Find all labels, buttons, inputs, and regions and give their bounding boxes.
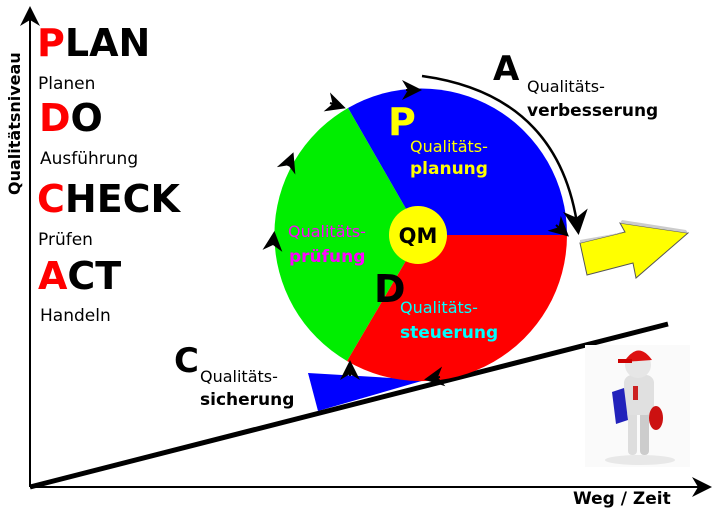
svg-text:Handeln: Handeln — [40, 306, 111, 326]
svg-text:verbesserung: verbesserung — [527, 101, 658, 121]
legend-check: CHECK Prüfen — [37, 177, 182, 250]
ramp-line — [29, 321, 669, 490]
svg-text:D: D — [374, 267, 406, 311]
svg-text:A: A — [493, 49, 520, 89]
svg-text:Planen: Planen — [38, 74, 95, 94]
y-axis-label: Qualitätsniveau — [5, 52, 24, 195]
act-label: A Qualitäts- verbesserung — [493, 49, 658, 121]
svg-text:PLAN: PLAN — [37, 21, 150, 65]
x-axis-label: Weg / Zeit — [573, 489, 671, 509]
svg-text:DO: DO — [39, 96, 103, 140]
legend-do: DO Ausführung — [39, 96, 138, 169]
pdca-wheel: QM P Qualitäts- planung Qualitäts- prüfu… — [262, 80, 569, 387]
segment-do — [347, 235, 568, 382]
check-label: C Qualitäts- sicherung — [174, 341, 294, 410]
svg-text:Ausführung: Ausführung — [40, 149, 138, 169]
svg-text:ACT: ACT — [38, 254, 121, 298]
svg-text:sicherung: sicherung — [200, 390, 294, 410]
qm-label: QM — [399, 224, 438, 248]
legend-act: ACT Handeln — [38, 254, 121, 326]
svg-text:Prüfen: Prüfen — [38, 230, 93, 250]
svg-text:Qualitäts-: Qualitäts- — [527, 77, 605, 96]
svg-text:Qualitäts-: Qualitäts- — [288, 222, 366, 241]
yellow-arrow-icon — [579, 220, 690, 279]
svg-text:C: C — [174, 341, 199, 381]
svg-text:planung: planung — [410, 159, 488, 179]
wedge — [308, 373, 425, 411]
segment-plan — [348, 88, 568, 235]
worker-figure-icon — [585, 345, 690, 467]
legend-plan: PLAN Planen — [37, 21, 150, 94]
svg-text:Qualitäts-: Qualitäts- — [200, 367, 278, 386]
svg-text:P: P — [388, 100, 416, 144]
segment-check — [274, 108, 421, 361]
improvement-arrow — [421, 74, 588, 235]
svg-text:prüfung: prüfung — [289, 247, 365, 267]
qm-circle — [389, 206, 447, 264]
svg-text:Qualitäts-: Qualitäts- — [410, 137, 488, 156]
svg-text:steuerung: steuerung — [400, 323, 498, 343]
svg-text:Qualitäts-: Qualitäts- — [400, 298, 478, 317]
svg-text:CHECK: CHECK — [37, 177, 182, 221]
